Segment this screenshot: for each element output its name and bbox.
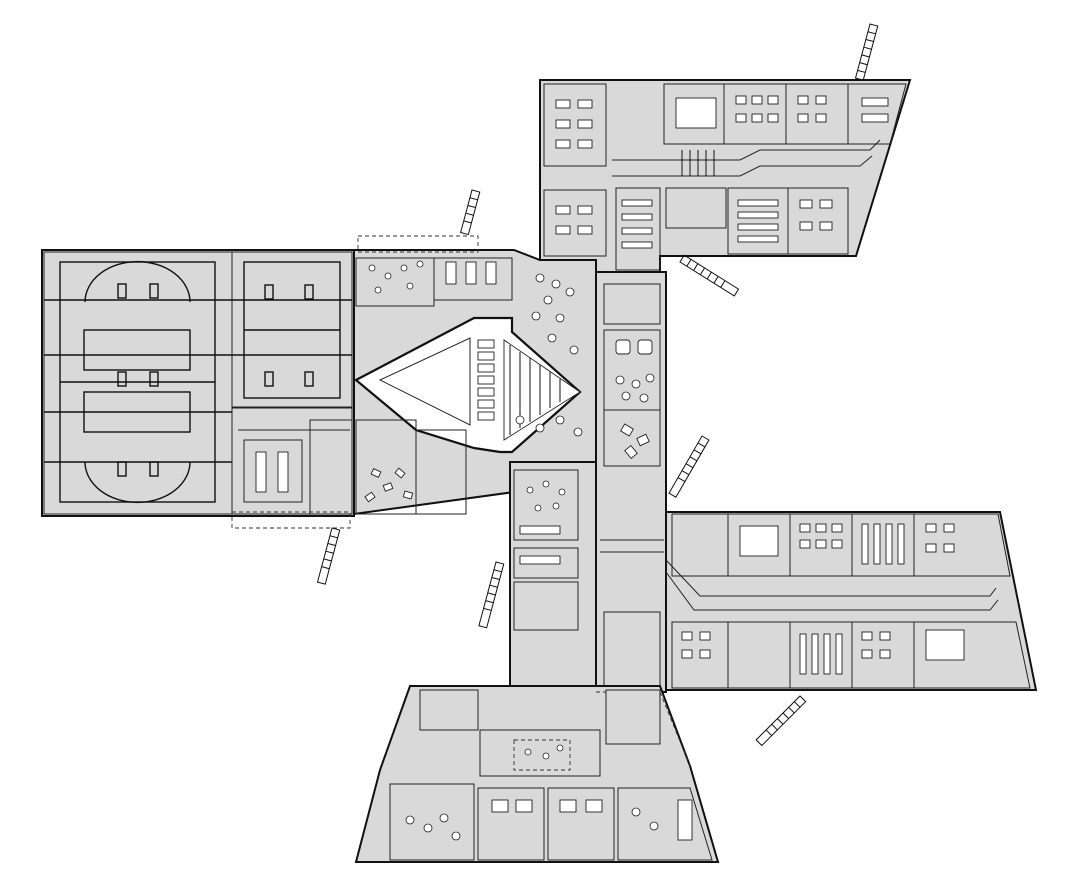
changing-rooms: [231, 407, 353, 515]
sports-hall: [41, 249, 355, 529]
loose-furniture-west: [364, 260, 424, 503]
loose-furniture-atrium: [515, 273, 583, 437]
south-central-block: [509, 461, 597, 691]
central-atrium: [353, 235, 597, 516]
east-wing: [665, 511, 1038, 691]
court-lines-small: [232, 261, 352, 399]
canopy-outline: [659, 691, 691, 767]
entrance-canopies: [316, 23, 879, 747]
spine-furniture: [615, 339, 655, 460]
north-desks: [555, 95, 889, 249]
south-wing: [354, 685, 720, 863]
south-furniture: [405, 744, 693, 841]
court-lines-main: [44, 260, 232, 504]
north-stair: [681, 150, 715, 176]
south-central-trees: [526, 480, 566, 512]
tiered-seating: [477, 339, 495, 421]
east-desks: [681, 523, 965, 675]
central-spine: [595, 271, 667, 693]
atrium-stair: [509, 345, 561, 435]
north-wing: [539, 79, 912, 273]
